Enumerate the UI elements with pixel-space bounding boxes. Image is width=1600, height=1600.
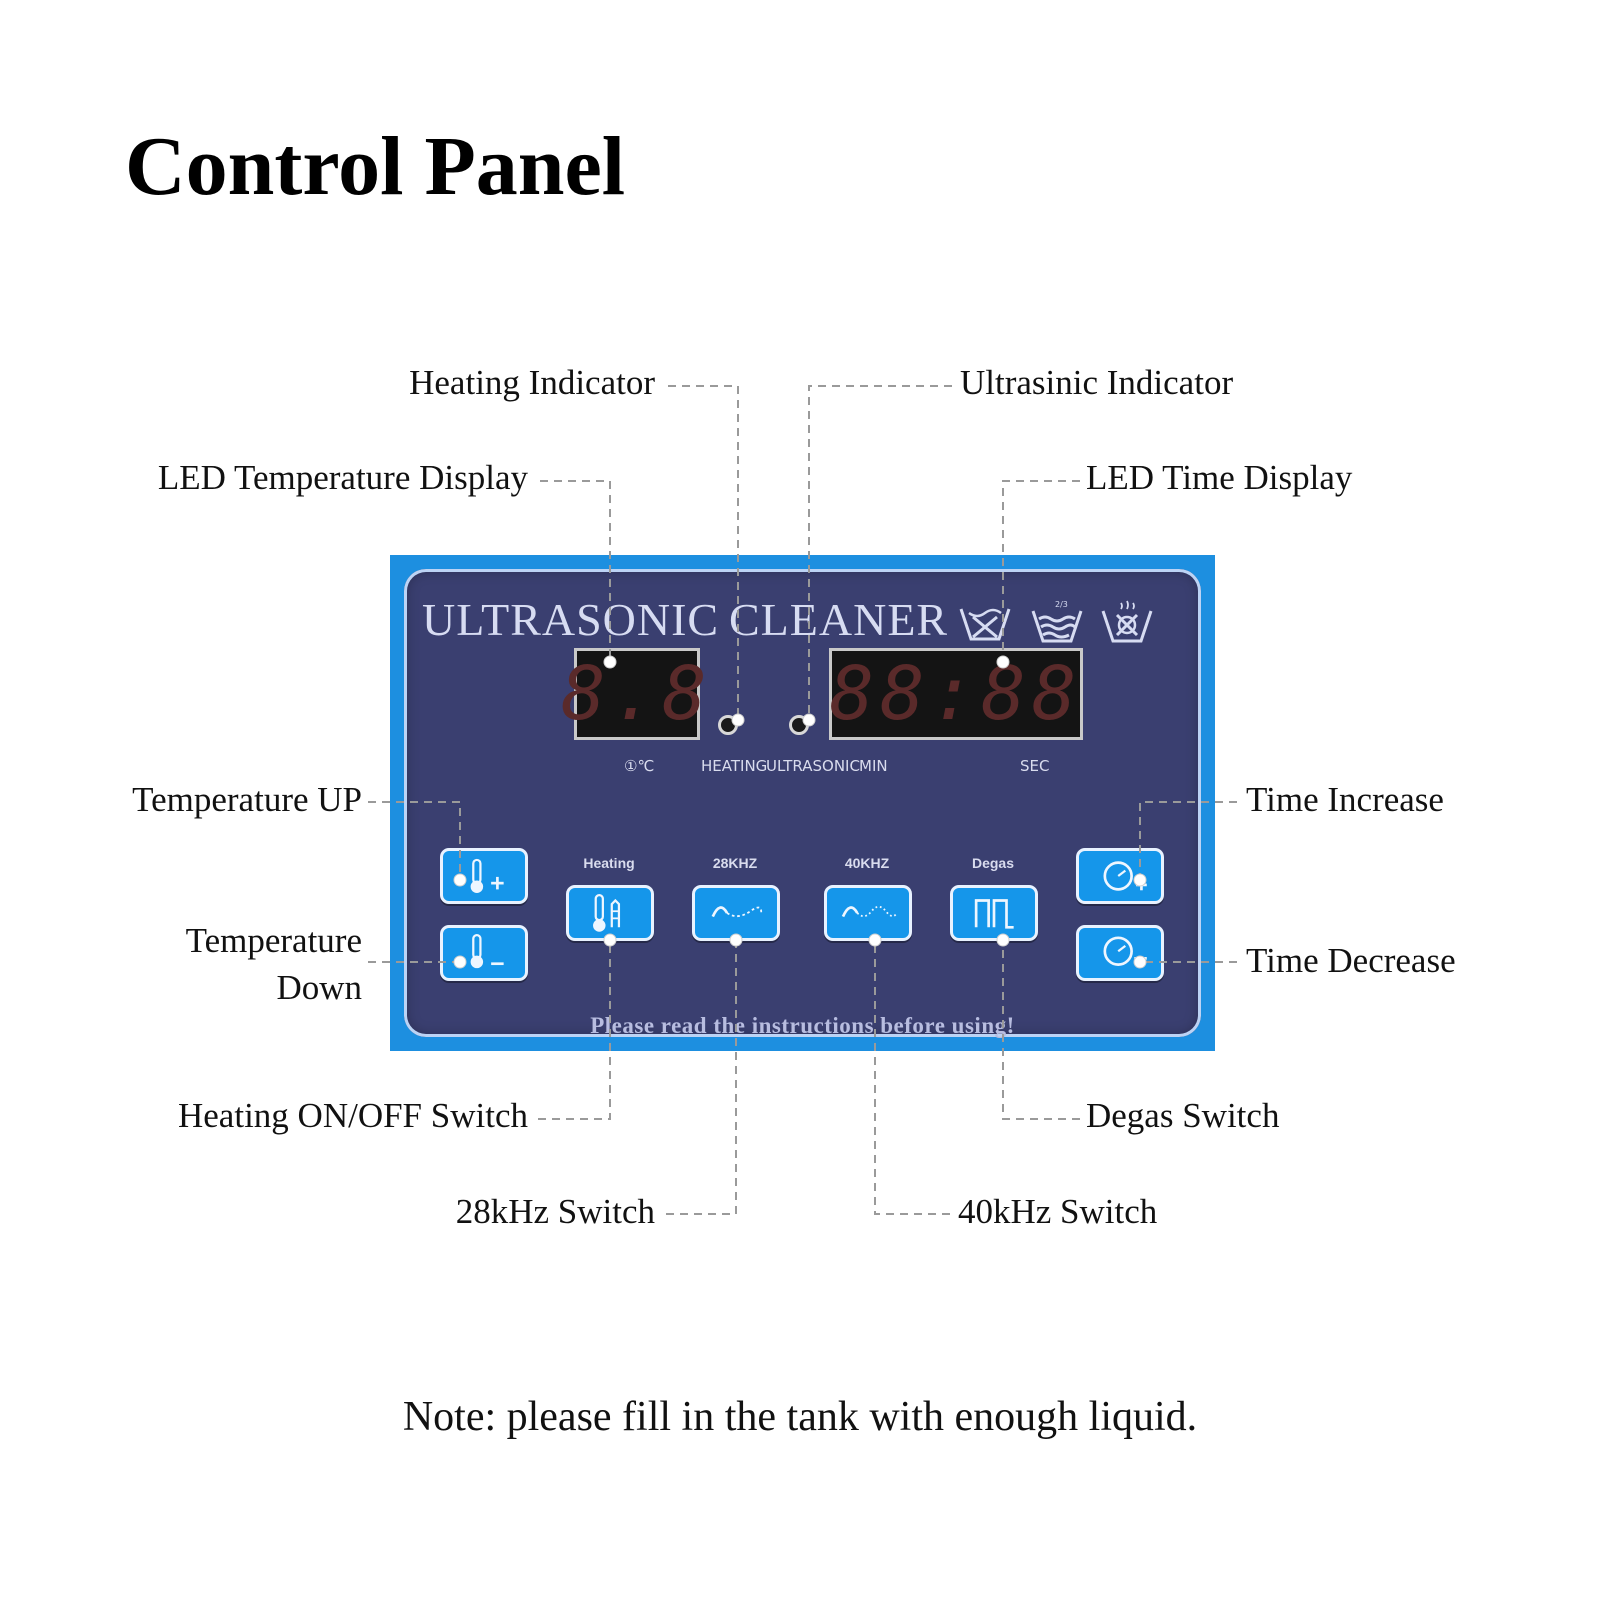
thermometer-minus-icon [470,934,504,969]
wave-28khz-icon [711,906,763,918]
warning-text: Please read the instructions before usin… [590,1013,1015,1038]
callout-temperature-down-line1: Temperature [185,921,362,960]
callout-40khz-switch: 40kHz Switch [958,1192,1158,1231]
no-heating-empty-icon [1099,599,1155,645]
callout-time-increase: Time Increase [1246,780,1444,819]
heating-icon [593,894,621,932]
svg-text:2/3: 2/3 [1055,600,1068,609]
page-title: Control Panel [125,120,626,213]
led-time-display: 88:88 [829,648,1083,740]
callout-temperature-down-line2: Down [276,968,362,1007]
thermometer-plus-icon [470,858,504,893]
28khz-key-label: 28KHZ [712,855,758,871]
time-increase-button[interactable] [1076,848,1164,904]
min-label: MIN [859,757,888,775]
40khz-switch-button[interactable] [824,885,912,941]
fill-liquid-note: Note: please fill in the tank with enoug… [402,1394,1198,1440]
callout-ultrasonic-indicator: Ultrasinic Indicator [960,363,1234,402]
temperature-readout: 8.8 [561,651,713,737]
fill-level-icon: 2/3 [1029,599,1085,645]
callout-heating-indicator: Heating Indicator [409,363,655,402]
celsius-label: ①℃ [624,757,655,775]
heating-label: HEATING [701,757,768,775]
callout-temperature-up: Temperature UP [132,780,362,819]
ultrasonic-label: ULTRASONIC [766,757,860,775]
led-temperature-display: 8.8 [561,648,707,740]
time-decrease-button[interactable] [1076,925,1164,981]
callout-led-time-display: LED Time Display [1086,458,1353,497]
callout-led-temperature-display: LED Temperature Display [157,458,528,497]
no-dry-tank-icon [957,599,1013,645]
callout-heating-switch: Heating ON/OFF Switch [178,1096,528,1135]
heating-indicator-light [718,715,738,735]
temperature-up-button[interactable] [440,848,528,904]
sec-label: SEC [1020,757,1050,775]
brand-word-cleaner: CLEANER [729,594,949,645]
40khz-key-label: 40KHZ [844,855,890,871]
heating-key-label: Heating [583,855,635,871]
temperature-down-button[interactable] [440,925,528,981]
callout-time-decrease: Time Decrease [1246,941,1456,980]
clock-plus-icon [1103,861,1147,891]
degas-switch-button[interactable] [950,885,1038,941]
ultrasonic-indicator-light [789,715,809,735]
callout-28khz-switch: 28kHz Switch [455,1192,655,1231]
ultrasonic-cleaner-panel: ULTRASONIC CLEANER 2/3 8.8 88:88 ①℃ HEAT… [390,555,1215,1051]
callout-degas-switch: Degas Switch [1086,1096,1280,1135]
time-readout: 88:88 [829,651,1083,737]
wave-40khz-icon [841,905,898,918]
degas-key-label: Degas [971,855,1015,871]
clock-minus-icon [1103,936,1147,966]
panel-face: ULTRASONIC CLEANER 2/3 8.8 88:88 ①℃ HEAT… [404,569,1201,1037]
heating-switch-button[interactable] [566,885,654,941]
brand-word-ultrasonic: ULTRASONIC [422,594,720,645]
28khz-switch-button[interactable] [692,885,780,941]
pulse-wave-icon [974,899,1014,929]
